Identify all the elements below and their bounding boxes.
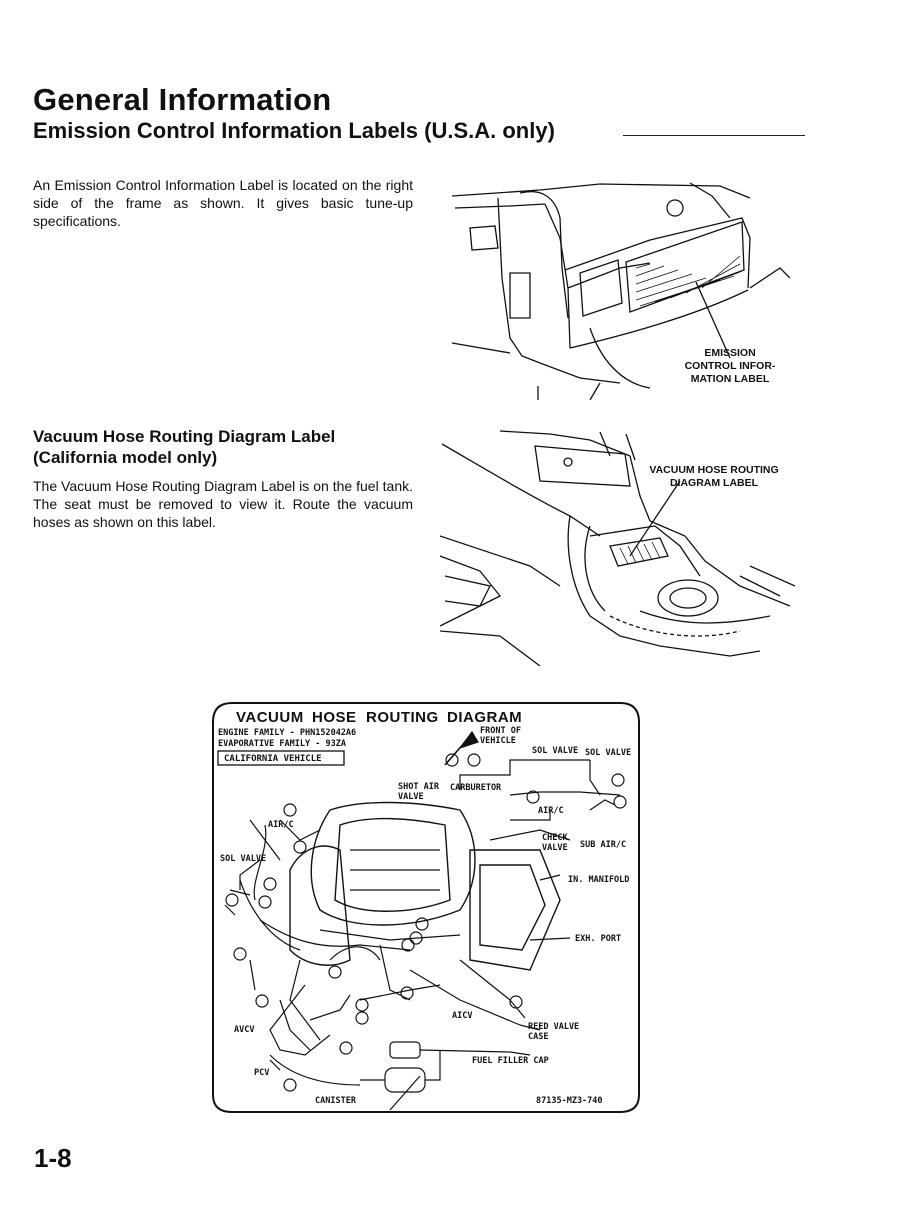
intake-manifold-label: IN. MANIFOLD <box>568 875 630 885</box>
reed-valve-case-label: REED VALVE CASE <box>528 1022 580 1042</box>
vacuum-label-paragraph: The Vacuum Hose Routing Diagram Label is… <box>33 478 413 530</box>
sol-valve-left-label: SOL VALVE <box>220 854 267 864</box>
sol-valve-label-2: SOL VALVE <box>585 748 632 758</box>
engine-family: ENGINE FAMILY - PHN152042A6 <box>218 728 357 738</box>
vacuum-hose-diagram: VACUUM HOSE ROUTING DIAGRAM ENGINE FAMIL… <box>210 700 642 1115</box>
canister-label: CANISTER <box>315 1096 356 1106</box>
exhaust-port-label: EXH. PORT <box>575 934 622 944</box>
page-number: 1-8 <box>34 1143 72 1173</box>
evaporative-family: EVAPORATIVE FAMILY - 93ZA <box>218 739 346 749</box>
section-heading-row: Emission Control Information Labels (U.S… <box>33 118 813 152</box>
label-part-number: 87135-MZ3-740 <box>536 1096 603 1106</box>
diagram-heading-diagram: DIAGRAM <box>447 709 523 726</box>
diagram-heading-vacuum: VACUUM <box>236 709 304 726</box>
heading-rule <box>623 135 805 136</box>
california-vehicle-box: CALIFORNIA VEHICLE <box>224 754 322 764</box>
section-heading: Emission Control Information Labels (U.S… <box>33 118 555 143</box>
air-cleaner-top-label: AIR/C <box>538 806 564 816</box>
vacuum-section-heading: Vacuum Hose Routing Diagram Label (Calif… <box>33 427 336 467</box>
shot-air-valve-label: SHOT AIR VALVE <box>398 782 439 802</box>
vacuum-label-illustration <box>440 426 800 666</box>
page-title: General Information <box>33 82 332 117</box>
emission-label-callout: EMISSION CONTROL INFOR- MATION LABEL <box>684 347 776 385</box>
sol-valve-label-1: SOL VALVE <box>532 746 579 756</box>
emission-label-illustration <box>450 178 790 400</box>
aicv-label: AICV <box>452 1011 473 1021</box>
front-of-vehicle-label: FRONT OF VEHICLE <box>480 726 521 746</box>
check-valve-label: CHECK VALVE <box>542 833 568 853</box>
fuel-filler-cap-label: FUEL FILLER CAP <box>472 1056 549 1066</box>
vacuum-label-callout: VACUUM HOSE ROUTING DIAGRAM LABEL <box>649 464 779 489</box>
air-cleaner-left-label: AIR/C <box>268 820 294 830</box>
avcv-label: AVCV <box>234 1025 255 1035</box>
diagram-heading-routing: ROUTING <box>366 709 439 726</box>
diagram-heading-hose: HOSE <box>312 709 357 726</box>
emission-label-paragraph: An Emission Control Information Label is… <box>33 177 413 229</box>
carburetor-label: CARBURETOR <box>450 783 502 793</box>
pcv-label: PCV <box>254 1068 270 1078</box>
sub-air-cleaner-label: SUB AIR/C <box>580 840 627 850</box>
